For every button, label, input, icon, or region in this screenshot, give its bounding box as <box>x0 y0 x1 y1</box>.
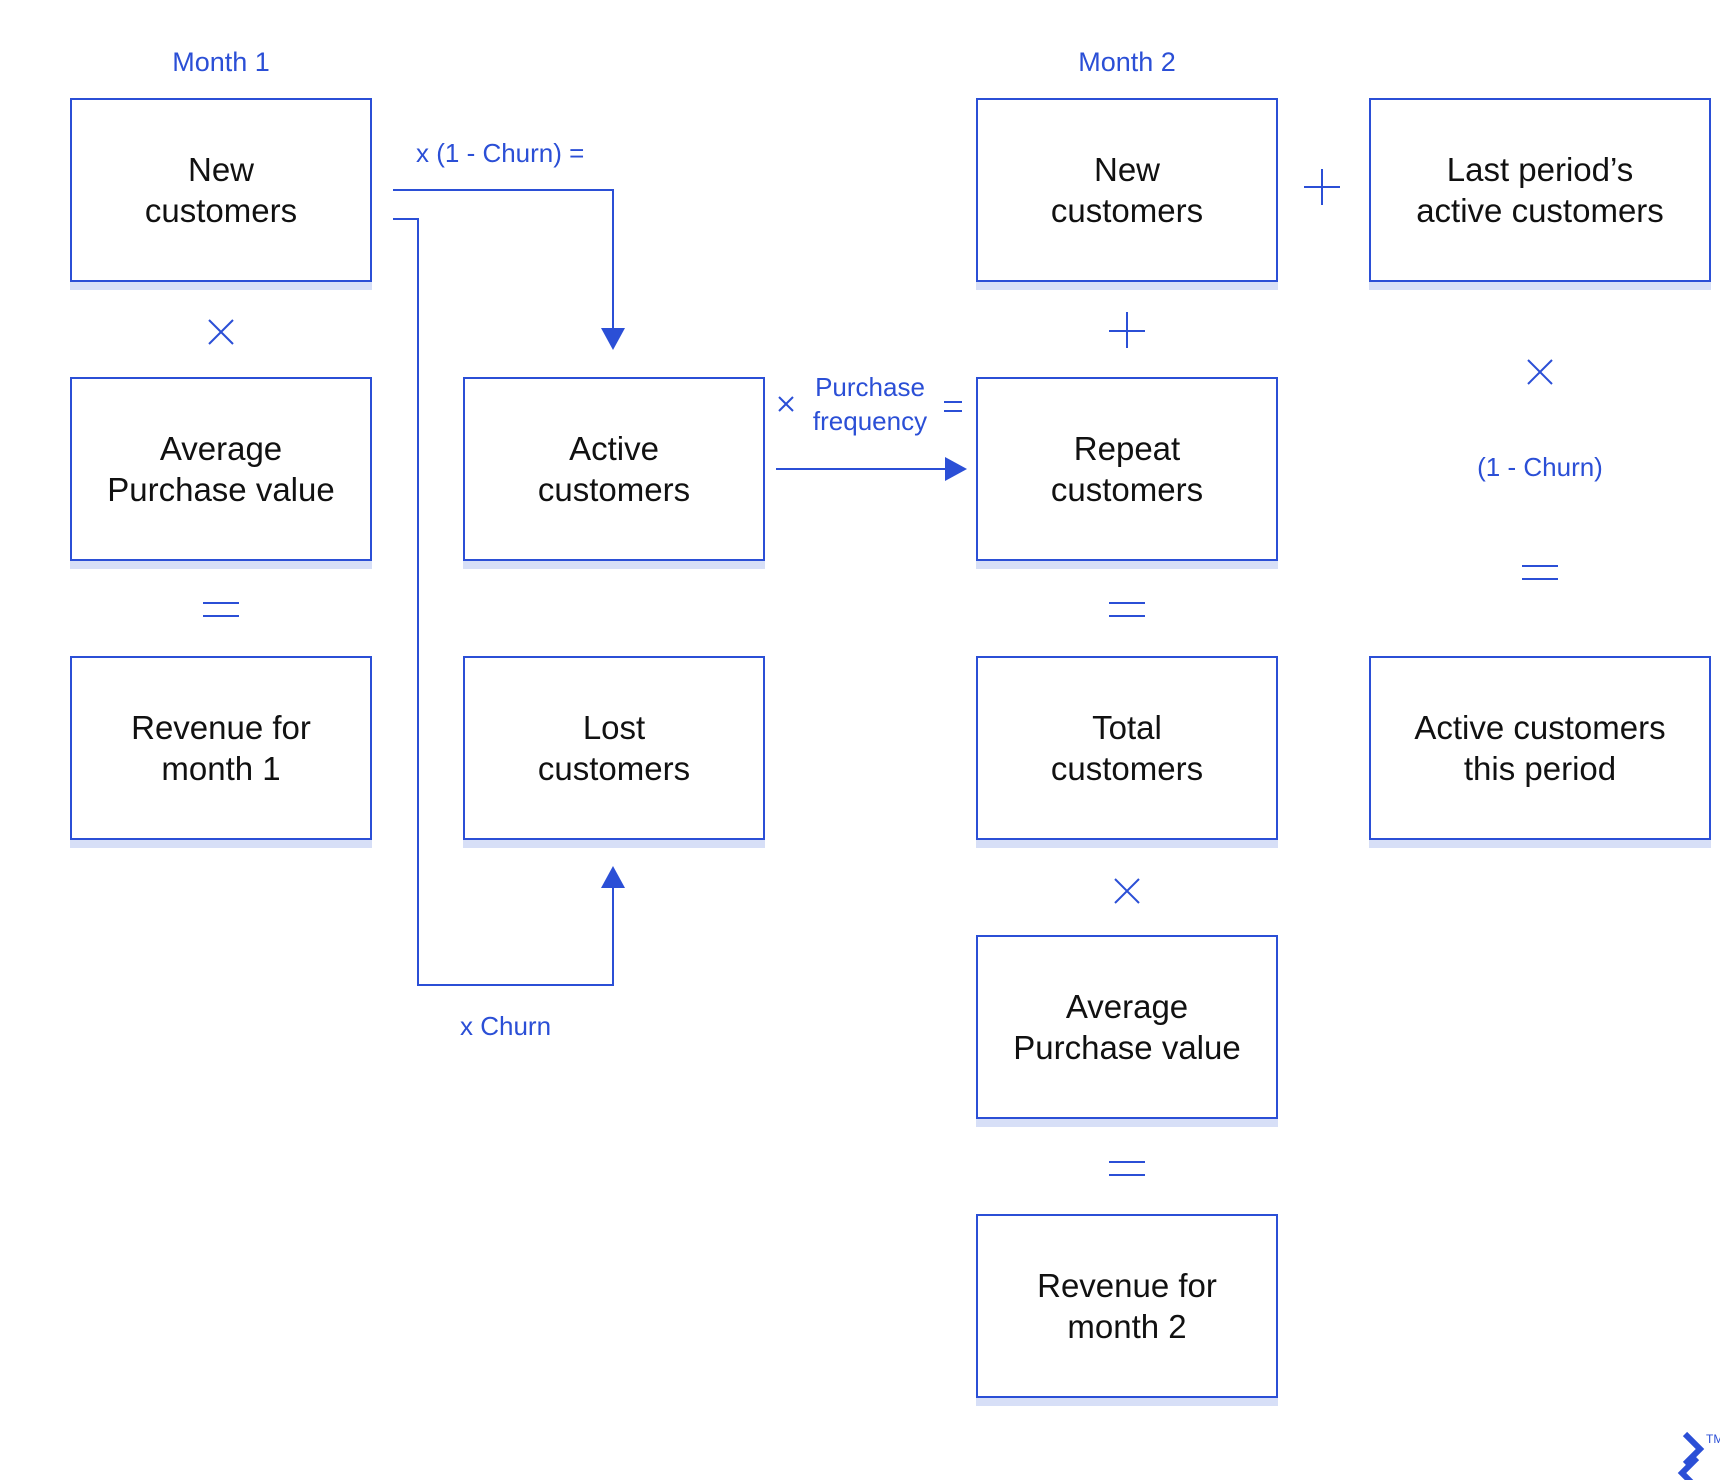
equals-operator-m2-revenue <box>1109 1161 1145 1176</box>
repeat-customers-label: Repeat customers <box>1050 430 1204 508</box>
retention-connector-line <box>393 189 614 330</box>
equals-operator-m2-total <box>1109 602 1145 617</box>
repeat-customers-box: Repeat customers <box>976 377 1278 561</box>
retention-arrowhead <box>601 328 625 350</box>
total-customers-box: Total customers <box>976 656 1278 840</box>
m2-average-purchase-value-label: Average Purchase value <box>1013 988 1241 1066</box>
m1-new-customers-box: New customers <box>70 98 372 282</box>
churn-connector-label: x Churn <box>460 1011 552 1041</box>
m1-average-purchase-value-box: Average Purchase value <box>70 377 372 561</box>
multiply-operator-frequency <box>778 396 794 412</box>
retention-connector-label: x (1 - Churn) = <box>416 138 585 168</box>
lost-customers-label: Lost customers <box>537 709 691 787</box>
m1-new-customers-label: New customers <box>144 151 298 229</box>
purchase-frequency-label-line-2: frequency <box>812 406 928 436</box>
active-customers-box: Active customers <box>463 377 765 561</box>
plus-operator-m2-new-repeat <box>1109 312 1145 348</box>
multiply-operator-m2-total <box>1114 878 1140 904</box>
active-customers-this-period-box: Active customers this period <box>1369 656 1711 840</box>
purchase-frequency-arrowhead <box>945 457 967 481</box>
last-period-active-customers-box: Last period’s active customers <box>1369 98 1711 282</box>
m2-new-customers-label: New customers <box>1050 151 1204 229</box>
churn-connector-line <box>393 218 614 986</box>
m2-new-customers-box: New customers <box>976 98 1278 282</box>
month-1-heading: Month 1 <box>172 47 270 77</box>
multiply-operator-right <box>1527 359 1553 385</box>
equals-operator-right <box>1522 565 1558 580</box>
m1-average-purchase-value-label: Average Purchase value <box>107 430 335 508</box>
total-customers-label: Total customers <box>1050 709 1204 787</box>
m2-average-purchase-value-box: Average Purchase value <box>976 935 1278 1119</box>
month-2-heading: Month 2 <box>1078 47 1176 77</box>
m1-revenue-box: Revenue for month 1 <box>70 656 372 840</box>
trademark-symbol: TM <box>1706 1432 1720 1446</box>
one-minus-churn-label: (1 - Churn) <box>1477 452 1603 482</box>
plus-operator-last-period <box>1304 169 1340 205</box>
equals-operator-m1 <box>203 602 239 617</box>
m2-revenue-label: Revenue for month 2 <box>1037 1267 1217 1345</box>
multiply-operator-m1 <box>208 319 234 345</box>
last-period-active-customers-label: Last period’s active customers <box>1416 151 1664 229</box>
equals-operator-frequency <box>944 401 962 412</box>
active-customers-this-period-label: Active customers this period <box>1414 709 1666 787</box>
purchase-frequency-label-line-1: Purchase <box>815 372 925 402</box>
m2-revenue-box: Revenue for month 2 <box>976 1214 1278 1398</box>
brand-logo <box>1677 1431 1705 1480</box>
churn-arrowhead <box>601 866 625 888</box>
m1-revenue-label: Revenue for month 1 <box>131 709 311 787</box>
active-customers-label: Active customers <box>537 430 691 508</box>
lost-customers-box: Lost customers <box>463 656 765 840</box>
